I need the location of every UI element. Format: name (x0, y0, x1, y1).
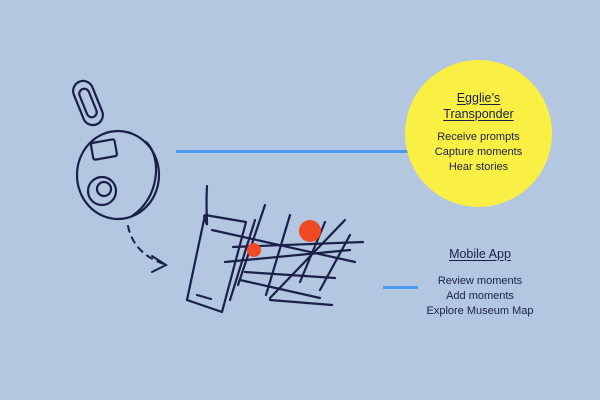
app-connector-line (383, 286, 418, 289)
transponder-title-line1: Egglie’s (456, 91, 501, 105)
transponder-feature: Capture moments (434, 146, 523, 158)
map-pin-icon (247, 243, 261, 257)
transponder-device-icon (72, 79, 161, 221)
mobile-app-feature: Explore Museum Map (426, 305, 534, 317)
transponder-feature: Hear stories (448, 161, 509, 173)
mobile-app-feature: Add moments (446, 290, 514, 302)
mobile-app-title: Mobile App (449, 247, 511, 261)
mobile-app-feature: Review moments (437, 275, 523, 287)
map-pin-icon (299, 220, 321, 242)
transponder-feature-list: Receive prompts Capture moments Hear sto… (435, 130, 522, 175)
transponder-bubble: Egglie’s Transponder Receive prompts Cap… (405, 60, 552, 207)
transponder-title: Egglie’s Transponder (443, 90, 513, 122)
mobile-app-block: Mobile App Review moments Add moments Ex… (400, 246, 560, 319)
transponder-connector-line (176, 150, 412, 153)
mobile-app-feature-list: Review moments Add moments Explore Museu… (400, 274, 560, 319)
transponder-title-line2: Transponder (443, 107, 514, 121)
transponder-feature: Receive prompts (437, 131, 520, 143)
dashed-arrow-icon (127, 225, 169, 273)
